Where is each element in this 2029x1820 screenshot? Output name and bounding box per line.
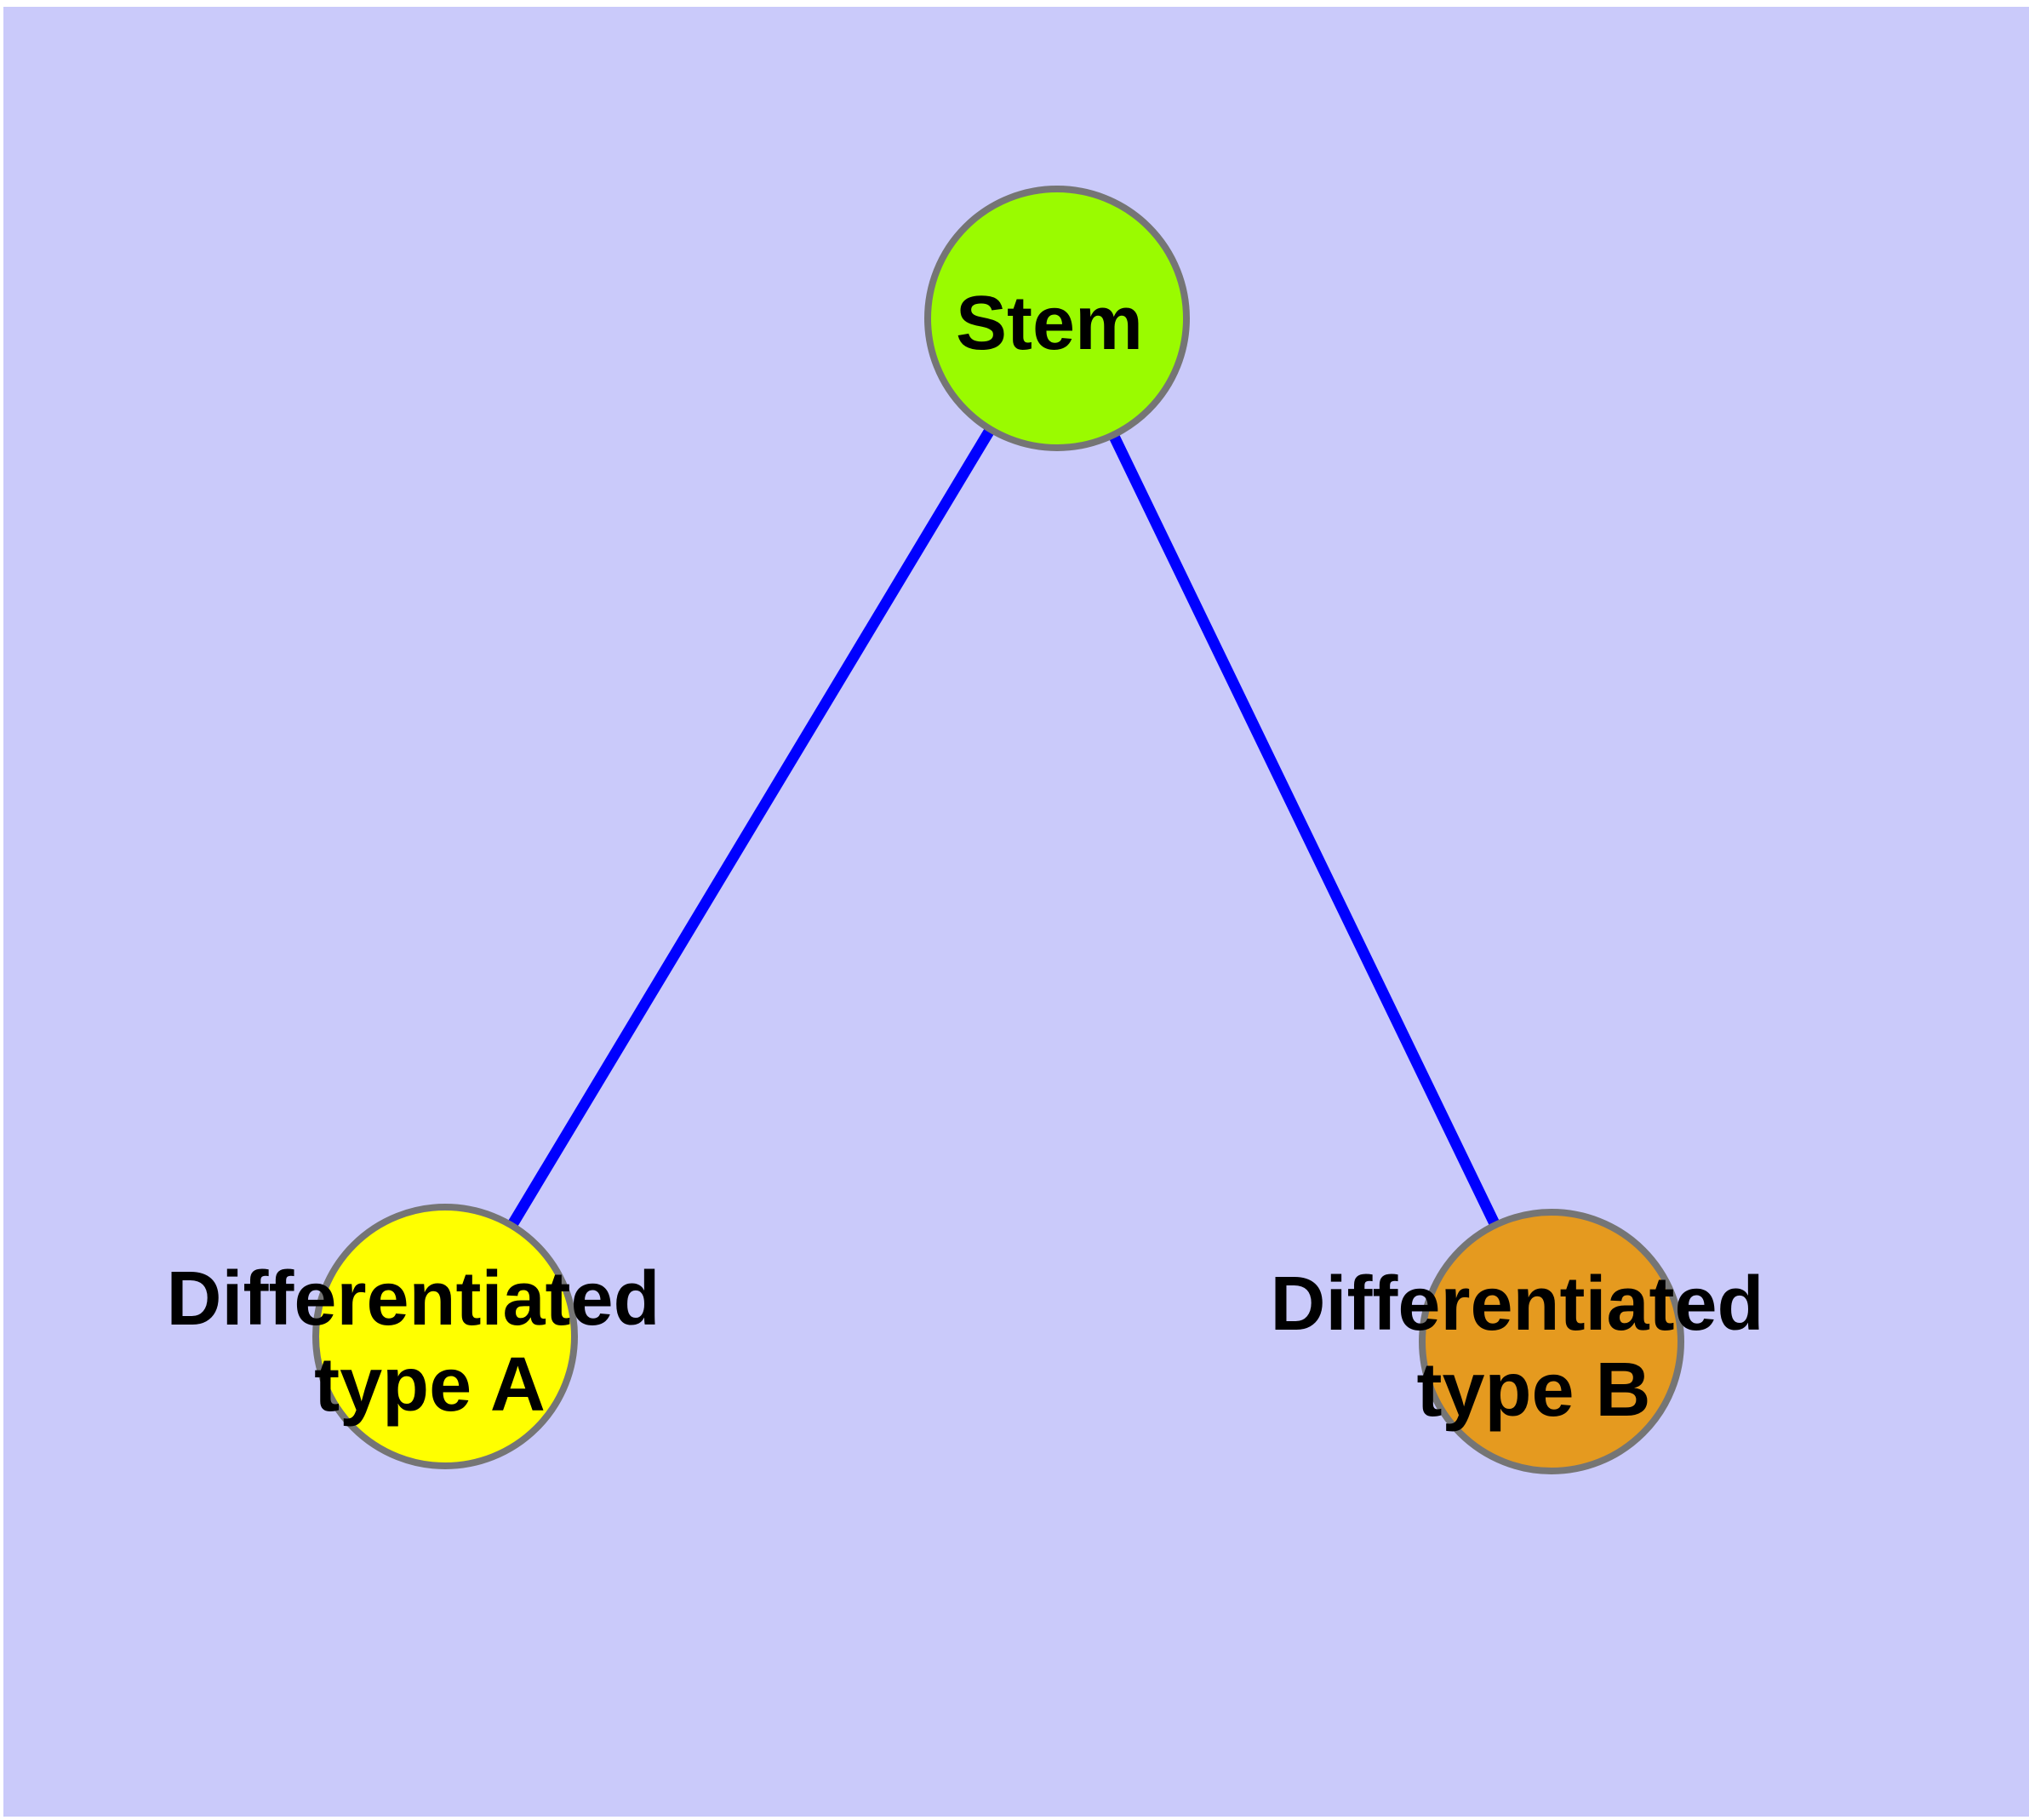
node-differentiated-type-b-label-line1: Differentiated (1270, 1262, 1763, 1347)
edge-stem-to-type-b (1052, 316, 1557, 1344)
node-differentiated-type-a-label-line2: type A (314, 1342, 546, 1428)
node-differentiated-type-b-label-line2: type B (1416, 1348, 1650, 1433)
node-stem (924, 186, 1190, 451)
edge-stem-to-type-a (440, 315, 1062, 1340)
node-differentiated-type-a-label: Differentiated type A (166, 1256, 681, 1428)
node-differentiated-type-b (1419, 1209, 1684, 1474)
node-differentiated-type-b-label: Differentiated type B (1270, 1262, 1785, 1433)
node-differentiated-type-a-label-line1: Differentiated (166, 1256, 660, 1342)
node-differentiated-type-a (312, 1204, 578, 1469)
node-stem-label: Stem (956, 281, 1143, 366)
